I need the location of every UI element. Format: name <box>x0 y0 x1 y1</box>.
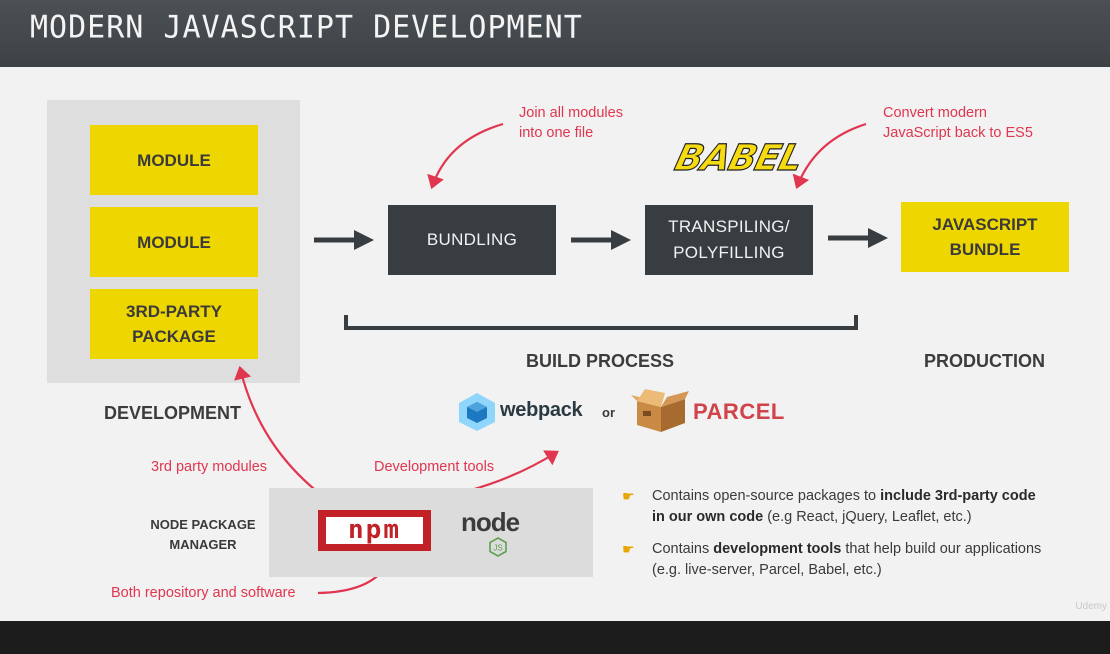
bullet-text-1: Contains open-source packages to include… <box>652 488 1036 525</box>
pointing-hand-icon: ☛ <box>622 488 635 504</box>
module-box-2: MODULE <box>90 207 258 277</box>
bundling-box: BUNDLING <box>388 205 556 275</box>
or-label: or <box>602 405 615 420</box>
third-party-package-box: 3RD-PARTY PACKAGE <box>90 289 258 359</box>
flow-arrows <box>314 228 888 250</box>
pointing-hand-icon: ☛ <box>622 541 635 557</box>
bundle-line-2: BUNDLE <box>949 240 1021 259</box>
bundling-note: Join all modules into one file <box>519 103 623 143</box>
third-party-modules-note: 3rd party modules <box>151 459 268 475</box>
slide-title: Modern JavaScript Development <box>30 9 583 46</box>
development-label: DEVELOPMENT <box>104 403 242 423</box>
transpiling-note-arrow <box>792 122 867 190</box>
node-package-manager-label: NODE PACKAGE MANAGER <box>145 515 261 555</box>
bundling-note-line-2: into one file <box>519 125 594 141</box>
npm-to-modules-arrow <box>234 365 329 501</box>
build-process-label: BUILD PROCESS <box>526 351 675 371</box>
transpiling-line-1: TRANSPILING/ <box>668 217 790 236</box>
bullet-list: ☛ Contains open-source packages to inclu… <box>622 486 1052 592</box>
transpiling-line-2: POLYFILLING <box>673 243 785 262</box>
npm-logo: npm <box>318 510 431 551</box>
development-tools-note: Development tools <box>374 459 495 475</box>
module-box-1: MODULE <box>90 125 258 195</box>
transpiling-note-line-2: JavaScript back to ES5 <box>883 125 1033 141</box>
bundle-line-1: JAVASCRIPT <box>932 215 1038 234</box>
parcel-label: PARCEL <box>693 399 785 424</box>
transpiling-box: TRANSPILING/ POLYFILLING <box>645 205 813 275</box>
svg-text:JS: JS <box>493 544 502 553</box>
node-logo: node <box>461 507 520 537</box>
javascript-bundle-box: JAVASCRIPT BUNDLE <box>901 202 1069 272</box>
build-process-bracket <box>344 315 858 330</box>
npm-label-line-1: NODE PACKAGE <box>150 517 256 532</box>
package-line-1: 3RD-PARTY <box>125 302 223 321</box>
slide-header: Modern JavaScript Development <box>0 0 1110 67</box>
babel-logo: BABEL <box>670 137 807 179</box>
webpack-cube-icon <box>459 393 495 431</box>
package-line-2: PACKAGE <box>132 327 216 346</box>
bundling-note-arrow <box>427 122 504 190</box>
arrow-transpiling-to-bundle-icon <box>828 228 888 248</box>
transpiling-note-line-1: Convert modern <box>883 105 987 121</box>
arrow-bundling-to-transpiling-icon <box>571 230 631 250</box>
transpiling-note: Convert modern JavaScript back to ES5 <box>883 103 1033 143</box>
bundling-note-line-1: Join all modules <box>519 105 623 121</box>
production-label: PRODUCTION <box>924 351 1045 371</box>
bullet-text-2: Contains development tools that help bui… <box>652 541 1042 578</box>
npm-label-line-2: MANAGER <box>169 537 237 552</box>
bullet-item-1: ☛ Contains open-source packages to inclu… <box>622 486 1052 528</box>
bullet-item-2: ☛ Contains development tools that help b… <box>622 539 1052 581</box>
webpack-label: webpack <box>500 399 583 421</box>
parcel-box-icon <box>631 389 689 432</box>
udemy-watermark: Udemy <box>1075 601 1107 612</box>
video-footer-bar <box>0 621 1110 654</box>
arrow-dev-to-bundling-icon <box>314 230 374 250</box>
repository-software-note: Both repository and software <box>111 585 296 601</box>
npm-logo-text: npm <box>348 515 401 545</box>
nodejs-hex-icon: JS <box>489 537 507 557</box>
